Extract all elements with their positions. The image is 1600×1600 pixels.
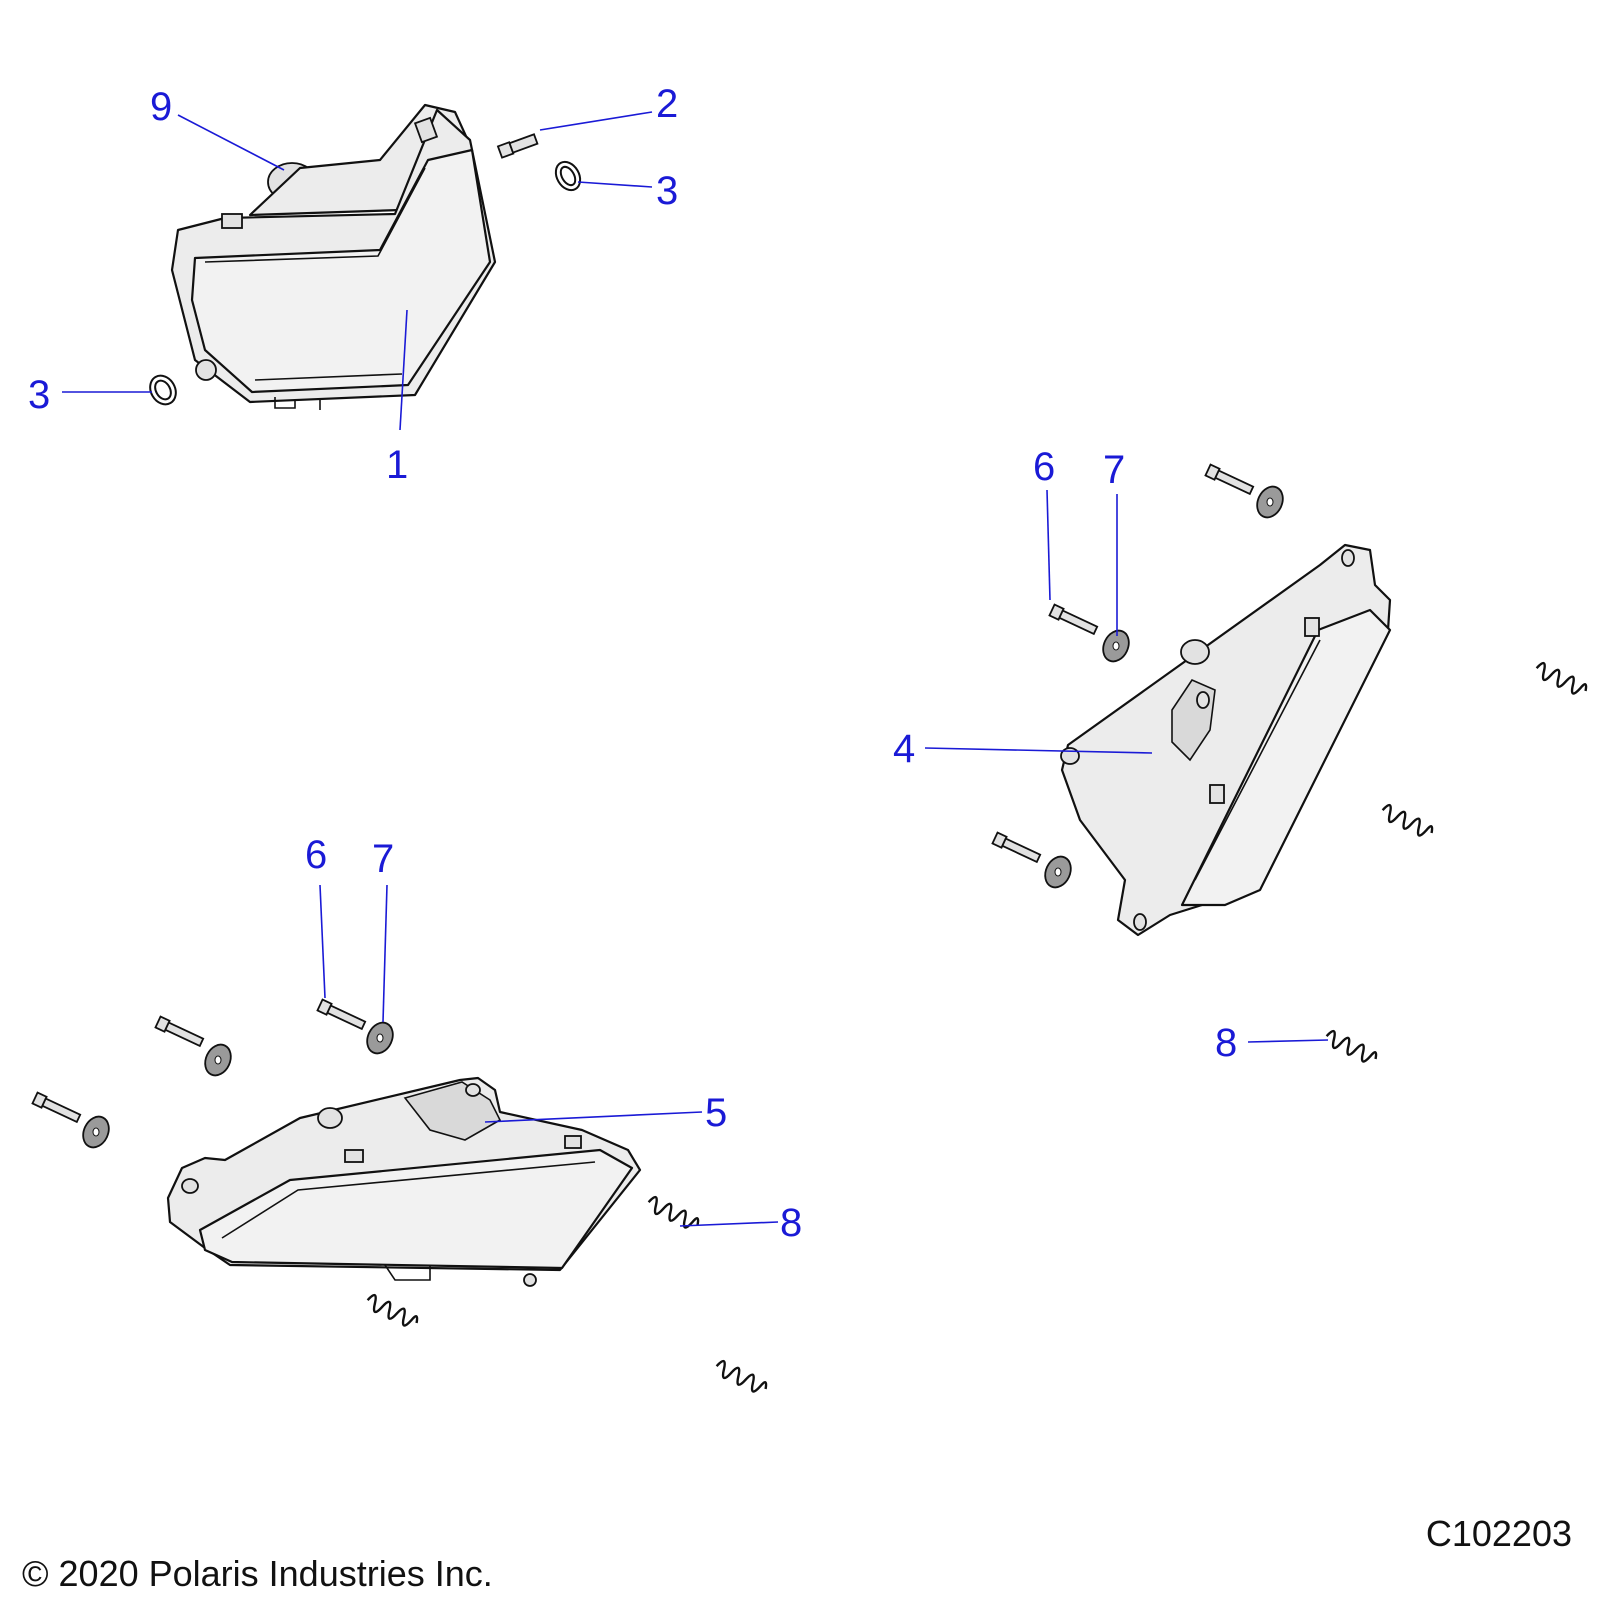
mount-hole [1341,549,1355,567]
washer-right-2 [1102,629,1130,663]
mount-clip [413,116,439,144]
callout-9: 9 [150,85,172,129]
bolt-right-2 [1048,603,1099,636]
bolt-right-3 [991,831,1042,864]
leader-lines [62,111,1329,1227]
callout-4: 4 [893,727,915,771]
mount-hole [181,1178,199,1194]
callout-8-right: 8 [1215,1021,1237,1065]
mount-clip [221,213,243,229]
spring-right-2 [1381,803,1434,837]
bolt-lower-2 [154,1015,205,1048]
mount-tab [403,1081,502,1141]
headlight-assembly-lower [166,1076,642,1287]
mount-clip [564,1135,582,1149]
lens [190,148,492,394]
spring-right-1 [1535,661,1588,695]
headlight-assembly-upper [170,103,497,410]
washer-lower-3 [82,1115,110,1149]
bulb-socket [317,1107,343,1129]
adjuster-knob [195,359,217,381]
mount-clip [344,1149,364,1163]
callout-1: 1 [386,443,408,487]
mount-hole [1133,913,1147,931]
callout-7-right: 7 [1103,448,1125,492]
washer-right-1 [1256,485,1284,519]
o-ring-upper [554,160,582,192]
callout-5: 5 [705,1091,727,1135]
mount-hole [465,1083,481,1097]
spring-lower-1 [647,1195,700,1229]
washer-lower-2 [204,1043,232,1077]
callout-8-lower: 8 [780,1201,802,1245]
screw-part-2 [496,133,539,159]
mount-clip [1209,784,1225,804]
o-ring-left [149,374,177,406]
washer-lower-1 [366,1021,394,1055]
callout-3-left: 3 [28,373,50,417]
bulb-socket [1180,639,1210,665]
spring-lower-3 [715,1359,768,1393]
bolt-right-1 [1204,463,1255,496]
spring-right-3 [1325,1029,1378,1063]
callout-6-lower: 6 [305,833,327,877]
callout-7-lower: 7 [372,837,394,881]
bolt-lower-3 [31,1091,82,1124]
callout-3-upper: 3 [656,169,678,213]
washer-right-3 [1044,855,1072,889]
mount-clip [1304,617,1320,637]
bolt-lower-1 [316,998,367,1031]
callout-6-right: 6 [1033,445,1055,489]
lens [198,1148,634,1270]
spring-lower-2 [366,1293,419,1327]
callout-2: 2 [656,82,678,126]
drawing-number: C102203 [1425,1513,1572,1554]
copyright-notice: © 2020 Polaris Industries Inc. [22,1553,493,1594]
headlight-assembly-right [1060,543,1392,937]
